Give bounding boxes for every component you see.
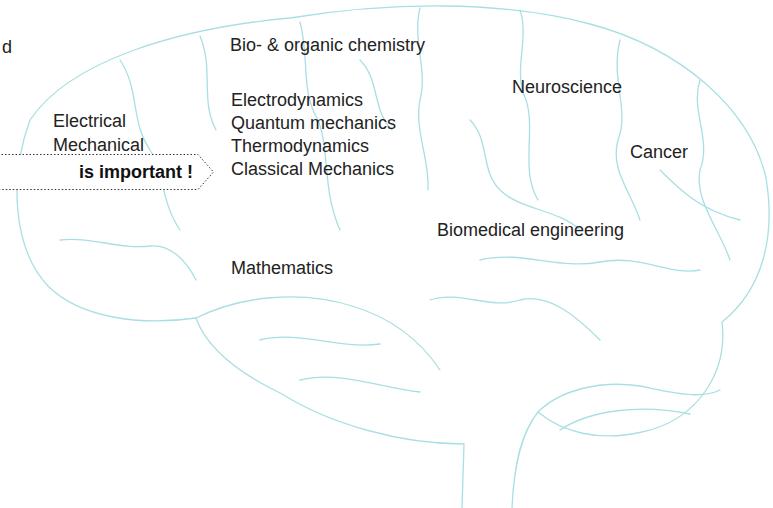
topic-label: Bio- & organic chemistry [230, 34, 425, 56]
topic-label: Electrodynamics [231, 89, 363, 111]
topic-label: Electrical [53, 110, 126, 132]
topic-label: Mechanical [53, 134, 144, 156]
topic-label: Classical Mechanics [231, 158, 394, 180]
brain-outline [17, 6, 769, 508]
topic-label: Mathematics [231, 257, 333, 279]
callout-tag: is important ! [0, 154, 214, 190]
topic-label: Quantum mechanics [231, 112, 396, 134]
topic-label: d [2, 36, 12, 58]
topic-label: Thermodynamics [231, 135, 369, 157]
topic-label: Biomedical engineering [437, 219, 624, 241]
topic-label: Cancer [630, 141, 688, 163]
tag-border [0, 155, 214, 190]
tag-text: is important ! [79, 161, 193, 183]
topic-label: Neuroscience [512, 76, 622, 98]
